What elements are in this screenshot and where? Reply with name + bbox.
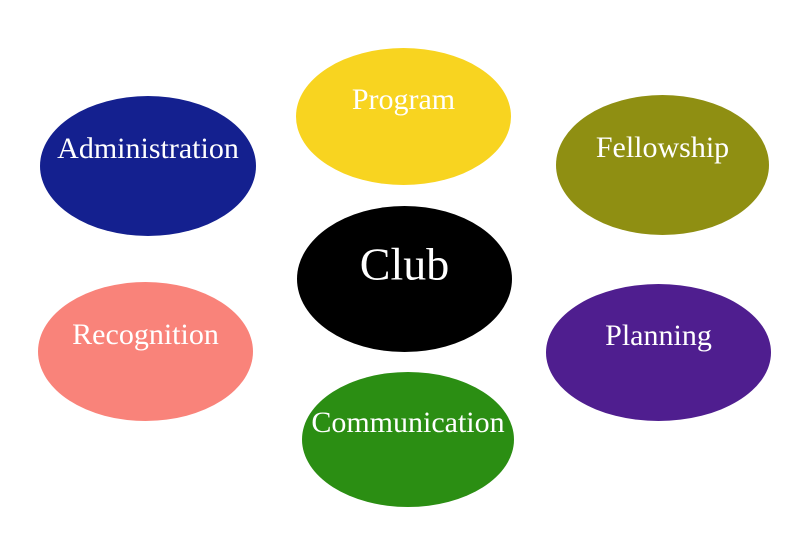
- ellipse-administration-label: Administration: [57, 132, 239, 166]
- ellipse-communication: Communication: [302, 372, 514, 507]
- ellipse-club-label: Club: [359, 238, 450, 290]
- ellipse-club-center: Club: [297, 206, 512, 352]
- ellipse-program: Program: [296, 48, 511, 185]
- ellipse-recognition-label: Recognition: [72, 317, 219, 351]
- ellipse-recognition: Recognition: [38, 282, 253, 421]
- ellipse-administration: Administration: [40, 96, 256, 236]
- ellipse-planning-label: Planning: [605, 319, 712, 353]
- ellipse-fellowship-label: Fellowship: [595, 131, 730, 165]
- ellipse-program-label: Program: [351, 83, 456, 117]
- ellipse-communication-label: Communication: [311, 406, 505, 440]
- ellipse-planning: Planning: [546, 284, 771, 421]
- ellipse-fellowship: Fellowship: [556, 95, 769, 235]
